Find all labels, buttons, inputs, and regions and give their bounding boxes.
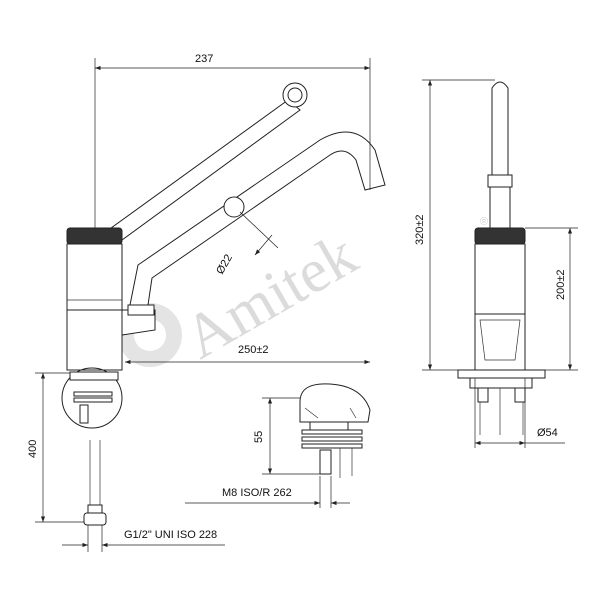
dim-55-label: 55 (253, 431, 265, 443)
watermark-logo: Amitek ® (118, 216, 488, 372)
dimension-width-top: 237 (94, 53, 371, 228)
stud-thread-label: M8 ISO/R 262 (222, 487, 292, 499)
dimension-hose-length: 400 (27, 372, 84, 523)
svg-text:®: ® (480, 216, 488, 228)
front-view (61, 82, 386, 526)
dim-400-label: 400 (27, 440, 39, 458)
dim-250-label: 250±2 (238, 344, 269, 356)
dimension-spout-reach: 250±2 (125, 344, 370, 365)
dimension-base-diameter: Ø54 (474, 378, 565, 448)
dim-22-label: Ø22 (214, 252, 235, 276)
dim-237-label: 237 (195, 53, 213, 65)
dimension-body-height: 200±2 (525, 227, 578, 371)
dim-320-label: 320±2 (414, 214, 426, 245)
stud-detail: 55 M8 ISO/R 262 (185, 383, 371, 508)
dim-54-label: Ø54 (537, 427, 558, 439)
hose-thread-callout: G1/2" UNI ISO 228 (62, 525, 225, 552)
dim-200-label: 200±2 (555, 269, 567, 300)
side-view (457, 81, 546, 435)
hose-thread-label: G1/2" UNI ISO 228 (124, 529, 217, 541)
dimension-total-height: 320±2 (414, 79, 495, 371)
